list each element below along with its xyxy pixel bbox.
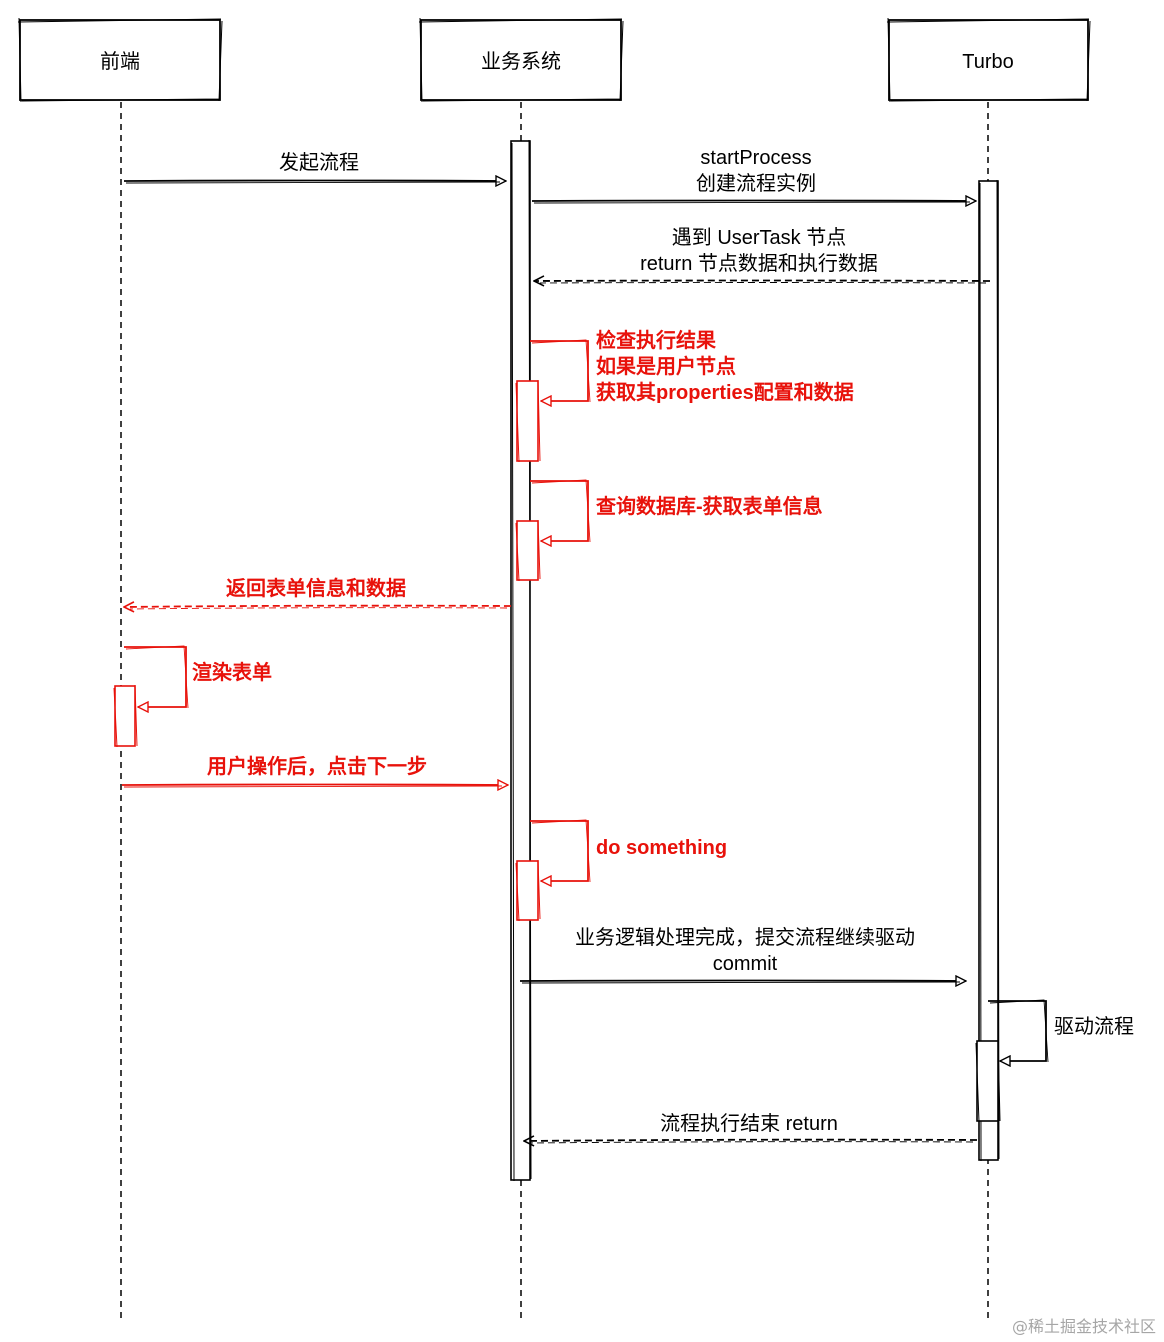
activation-business-do-something [515,859,541,922]
activation-turbo-drive [975,1039,1001,1123]
message-commit-label-2: commit [713,953,778,975]
message-usertask-return: 遇到 UserTask 节点 return 节点数据和执行数据 [534,226,991,283]
self-message-render-form-label: 渲染表单 [192,660,272,684]
self-message-query-db: 查询数据库-获取表单信息 [530,479,823,542]
watermark: @稀土掘金技术社区 [1012,1317,1156,1336]
self-message-check: 检查执行结果 如果是用户节点 获取其properties配置和数据 [530,328,854,404]
self-message-drive-flow-label: 驱动流程 [1054,1015,1134,1038]
participant-frontend: 前端 [17,17,223,103]
activation-business-query [515,519,541,582]
participant-turbo: Turbo [886,17,1091,103]
participant-business-label: 业务系统 [481,50,561,73]
message-user-next: 用户操作后，点击下一步 [121,754,508,787]
message-start-process: startProcess 创建流程实例 [531,147,976,203]
participant-business: 业务系统 [418,17,624,103]
activation-business-check [515,379,541,463]
message-start-flow: 发起流程 [123,151,506,183]
self-message-check-label-3: 获取其properties配置和数据 [596,380,854,404]
message-start-process-label-2: 创建流程实例 [696,172,816,195]
message-user-next-label: 用户操作后，点击下一步 [207,754,427,778]
message-usertask-label-2: return 节点数据和执行数据 [640,252,878,275]
message-end-return: 流程执行结束 return [524,1112,978,1143]
self-message-do-something: do something [530,819,727,882]
message-start-flow-label: 发起流程 [279,151,359,174]
activation-turbo-main [978,179,1000,1162]
self-message-check-label-1: 检查执行结果 [596,328,716,352]
message-commit: 业务逻辑处理完成，提交流程继续驱动 commit [519,926,966,983]
message-commit-label-1: 业务逻辑处理完成，提交流程继续驱动 [575,926,915,949]
self-message-check-label-2: 如果是用户节点 [596,354,736,378]
participant-frontend-label: 前端 [100,50,140,73]
activation-frontend-render [113,684,138,748]
message-return-form: 返回表单信息和数据 [124,576,512,609]
message-end-return-label: 流程执行结束 return [660,1112,838,1135]
self-message-drive-flow: 驱动流程 [988,999,1134,1062]
message-usertask-label-1: 遇到 UserTask 节点 [672,226,846,249]
self-message-do-something-label: do something [596,837,727,859]
message-start-process-label-1: startProcess [700,147,811,169]
self-message-query-db-label: 查询数据库-获取表单信息 [596,494,823,518]
participant-turbo-label: Turbo [962,51,1014,73]
self-message-render-form: 渲染表单 [124,645,272,708]
message-return-form-label: 返回表单信息和数据 [226,576,406,600]
activation-business-main [510,139,532,1182]
